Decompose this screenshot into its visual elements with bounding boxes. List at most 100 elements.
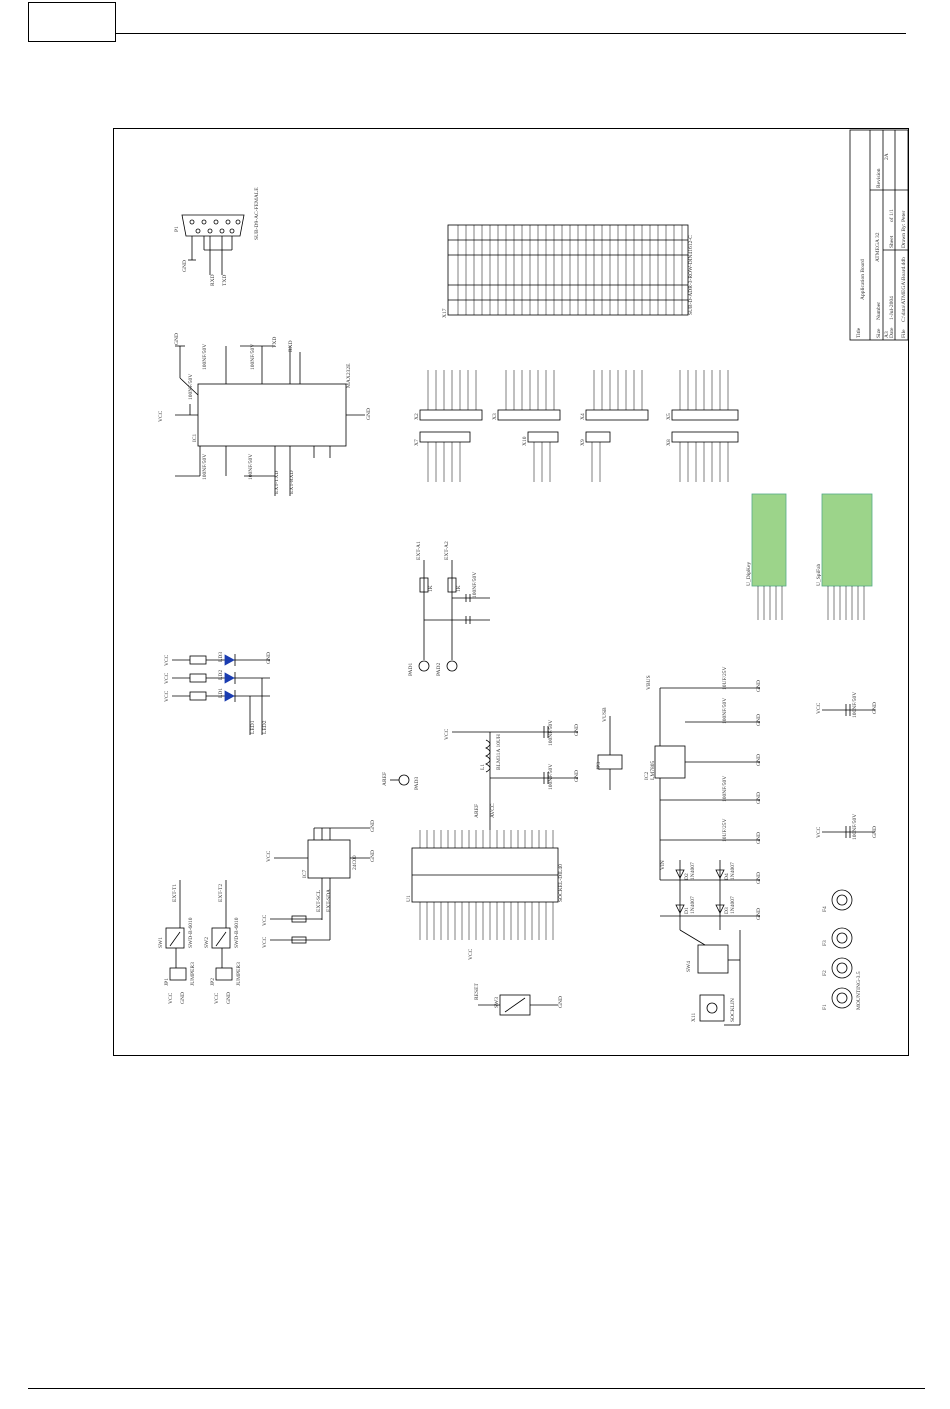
sw2-type: SWD-B-6010: [234, 917, 240, 948]
ic1-type: MAX232E: [346, 363, 352, 388]
header-box: [28, 2, 116, 42]
d1-type: 1N4007: [690, 896, 696, 914]
dec-vcc1: VCC: [816, 702, 822, 714]
pad2-label: PAD2: [436, 663, 442, 676]
f4-label: F4: [822, 906, 828, 912]
max232-chip: [175, 345, 365, 496]
led-vcc2: VCC: [164, 672, 170, 684]
jp1-type: JUMPER3: [190, 962, 196, 986]
analog-input-section: [418, 560, 490, 672]
c12-value: 10UF/25V: [722, 818, 728, 842]
x5-designator: X5: [666, 413, 672, 420]
pwr-gnd4: GND: [756, 792, 762, 804]
pwr-gnd5: GND: [756, 832, 762, 844]
l1-vcc: VCC: [444, 728, 450, 740]
d1-label: D1: [684, 907, 690, 914]
ic1-designator: IC1: [192, 434, 198, 443]
u1-vcc: VCC: [468, 948, 474, 960]
pad3-label: PAD3: [414, 777, 420, 790]
l1-gnd2: GND: [574, 770, 580, 782]
date-value: 1-Jul-2004: [889, 296, 895, 320]
ic7-gnd-top: GND: [370, 820, 376, 832]
sw4-designator: SW4: [686, 961, 692, 972]
ext-sda-label: EXT-SDA: [326, 889, 332, 912]
reset-label: RESET: [474, 983, 480, 1000]
aref-label: AREF: [382, 772, 388, 786]
sw1-designator: SW1: [158, 937, 164, 948]
ic7-type: 24C00: [352, 855, 358, 870]
dec-gnd1: GND: [872, 702, 878, 714]
x2-designator: X2: [414, 413, 420, 420]
footer-rule: [28, 1388, 925, 1389]
subtitle-value: ATMEGA 32: [875, 232, 881, 262]
size-value: A3: [884, 331, 890, 338]
u1-type: SOCKEL-DIL40: [558, 864, 564, 902]
sw1-type: SWD-B-6010: [188, 917, 194, 948]
x17-connector: [447, 224, 689, 316]
aref-pin-label: AREF: [474, 804, 480, 818]
d2-label: D2: [684, 873, 690, 880]
gnd-label: GND: [182, 260, 188, 272]
led-section: [172, 654, 270, 735]
power-section: [597, 687, 760, 1026]
l1-gnd1: GND: [574, 724, 580, 736]
p1-type: SUB-D9-AC-FEMALE: [254, 187, 260, 240]
schematic-frame: [113, 128, 909, 1056]
header-rule: [116, 33, 906, 34]
c13-value: 10UF/25V: [722, 666, 728, 690]
pullup-vcc2: VCC: [262, 936, 268, 948]
x17-type: SUB-D-ADR-3-ROW-DIN41612-C: [688, 235, 694, 315]
title-block: [849, 129, 909, 341]
pwr-gnd2: GND: [756, 714, 762, 726]
c2-value: 100NF/50V: [202, 454, 208, 480]
r2-value: 1K: [456, 585, 462, 592]
mcu-socket: [411, 830, 559, 940]
f3-label: F3: [822, 940, 828, 946]
title-value: Application Board: [860, 259, 866, 300]
ext-a2-label: EXT-A2: [444, 541, 450, 560]
drawn-by-value: Peter: [901, 211, 907, 222]
sw2-designator: SW2: [204, 937, 210, 948]
x8-designator: X8: [666, 439, 672, 446]
mounting-holes: [831, 889, 853, 1009]
d3-label: D3: [724, 907, 730, 914]
ext-t1-label: EXT-T1: [172, 884, 178, 902]
c16-value: 100NF/50V: [722, 776, 728, 802]
u1-designator: U1: [406, 895, 412, 902]
sub-d9-connector: [181, 214, 245, 275]
mounting-label: MOUNTING-3.5: [856, 971, 862, 1010]
jp2-designator: JP2: [210, 978, 216, 986]
max-gnd-top-label: GND: [174, 333, 180, 345]
file-label: File: [901, 329, 907, 338]
txd-label: TXD: [222, 275, 228, 286]
max-rxd-label: RXD: [288, 340, 294, 352]
jp1-vcc: VCC: [168, 992, 174, 1004]
ext-rxd-label: EXT-RXD: [289, 470, 295, 494]
l1-type: BLM31A 10UH: [496, 734, 502, 770]
l1-designator: L1: [480, 764, 486, 770]
port-headers: [419, 370, 739, 482]
date-label: Date: [889, 327, 895, 338]
c6-value: 100NF/50V: [548, 764, 554, 790]
c8-value: 100NF/50V: [852, 814, 858, 840]
max-txd-label: TXD: [272, 337, 278, 348]
x3-designator: X3: [492, 413, 498, 420]
jp2-gnd: GND: [226, 992, 232, 1004]
led2-net: LED2: [262, 720, 268, 734]
vusb-label: VUSB: [602, 707, 608, 722]
f2-label: F2: [822, 970, 828, 976]
pwr-gnd7: GND: [756, 908, 762, 920]
r1-value: 1K: [428, 585, 434, 592]
revision-label: Revision: [876, 168, 882, 188]
sheet-value: of 1/1: [888, 209, 895, 222]
ic2-type: LM7805: [650, 761, 656, 781]
revision-value: 2A: [884, 153, 890, 160]
u-dipkey-label: U_DipKey: [746, 562, 752, 586]
eeprom-chip: [270, 827, 370, 944]
x17-designator: X17: [442, 308, 448, 318]
avcc-filter: [390, 726, 578, 830]
ld1-label: LD1: [218, 688, 224, 698]
ld3-label: LD3: [218, 652, 224, 662]
max-vcc-label: VCC: [158, 410, 164, 422]
jp3-label: JP3: [596, 762, 602, 770]
